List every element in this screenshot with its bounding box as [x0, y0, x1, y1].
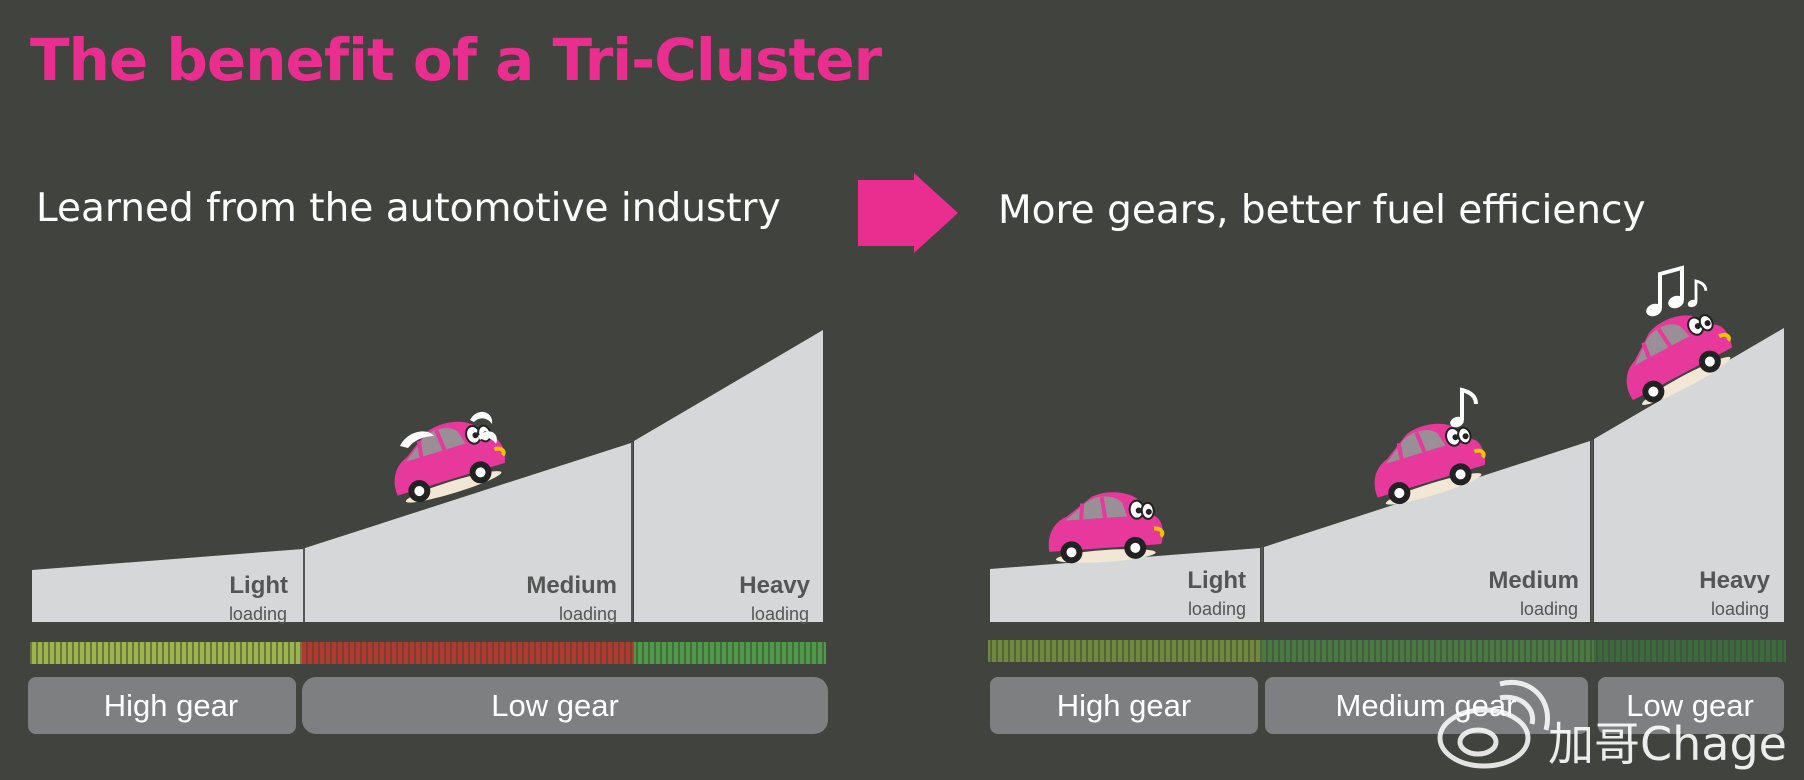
right-gear-low-label: Low gear: [1626, 688, 1754, 723]
music-note-icon: [1685, 279, 1708, 310]
right-slope-medium-label: Medium: [1488, 567, 1579, 594]
right-slope-light-label: Light: [1187, 567, 1246, 594]
left-gear-high: [28, 677, 296, 734]
car-icon: [1043, 486, 1167, 568]
right-gear-low: [1598, 677, 1784, 734]
left-load-bar: [30, 642, 826, 664]
music-note-icon: [1642, 266, 1688, 321]
right-slope-light: [990, 548, 1260, 622]
right-slope-medium-sublabel: loading: [1520, 599, 1578, 619]
left-caption: Learned from the automotive industry: [36, 186, 781, 231]
left-gear-low-label: Low gear: [491, 688, 619, 723]
left-slope-heavy: [634, 330, 823, 622]
left-slope-heavy-sublabel: loading: [751, 604, 809, 624]
right-gear-medium: [1265, 677, 1588, 734]
right-slopes: [990, 328, 1784, 622]
left-slope-light: [32, 549, 303, 622]
left-gear-low: [302, 677, 828, 734]
left-slope-medium-label: Medium: [526, 572, 617, 599]
right-caption: More gears, better fuel efficiency: [998, 188, 1646, 233]
left-slopes: [32, 330, 823, 622]
right-gear-medium-label: Medium gear: [1336, 688, 1517, 723]
right-slope-heavy-sublabel: loading: [1711, 599, 1769, 619]
left-slope-light-label: Light: [229, 572, 288, 599]
page-title: The benefit of a Tri-Cluster: [30, 26, 882, 94]
weibo-logo-icon: [1437, 680, 1550, 769]
watermark: 加哥Chage: [1548, 717, 1787, 771]
music-note-icon: [1446, 388, 1478, 432]
left-slope-medium: [305, 443, 631, 622]
left-slope-heavy-label: Heavy: [739, 572, 810, 599]
right-slope-medium: [1264, 441, 1590, 622]
left-slope-light-sublabel: loading: [229, 604, 287, 624]
right-gear-high: [990, 677, 1258, 734]
right-gear-high-label: High gear: [1057, 688, 1191, 723]
left-gear-high-label: High gear: [104, 688, 238, 723]
arrow-right-icon: [858, 173, 958, 253]
right-load-bar: [988, 640, 1786, 662]
right-slope-heavy: [1594, 328, 1784, 622]
left-slope-medium-sublabel: loading: [559, 604, 617, 624]
sweat-drop-icon: [400, 411, 497, 448]
right-slope-heavy-label: Heavy: [1699, 567, 1770, 594]
right-slope-light-sublabel: loading: [1188, 599, 1246, 619]
